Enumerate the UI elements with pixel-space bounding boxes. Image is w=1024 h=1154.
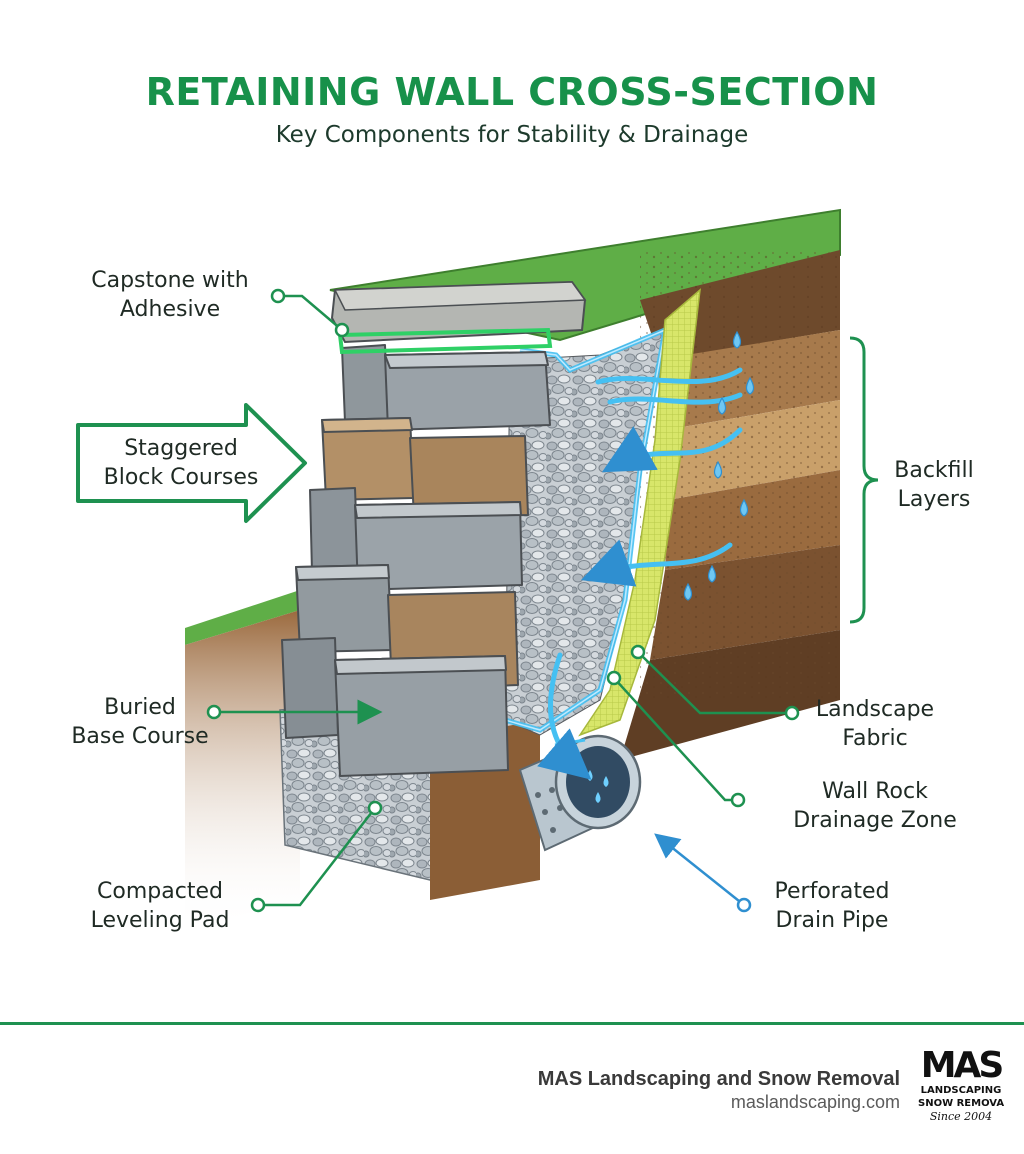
grass-left	[185, 590, 300, 645]
wall-blocks	[281, 344, 551, 777]
water-drops	[683, 330, 755, 601]
company-url[interactable]: maslandscaping.com	[730, 1092, 900, 1112]
retaining-wall-illustration	[76, 208, 879, 1020]
diagram-subtitle: Key Components for Stability & Drainage	[275, 122, 749, 148]
capstone	[330, 280, 587, 344]
company-name: MAS Landscaping and Snow Removal	[537, 1068, 900, 1090]
company-logo: MAS LANDSCAPING SNOW REMOVAL Since 2004	[918, 1045, 1004, 1124]
diagram-title: RETAINING WALL CROSS-SECTION	[145, 70, 879, 114]
staggered-arrow	[76, 403, 307, 523]
callout-dots	[206, 288, 800, 913]
adhesive-outline	[337, 327, 553, 355]
footer-divider	[0, 1022, 1024, 1025]
pipe-callout	[654, 833, 752, 913]
